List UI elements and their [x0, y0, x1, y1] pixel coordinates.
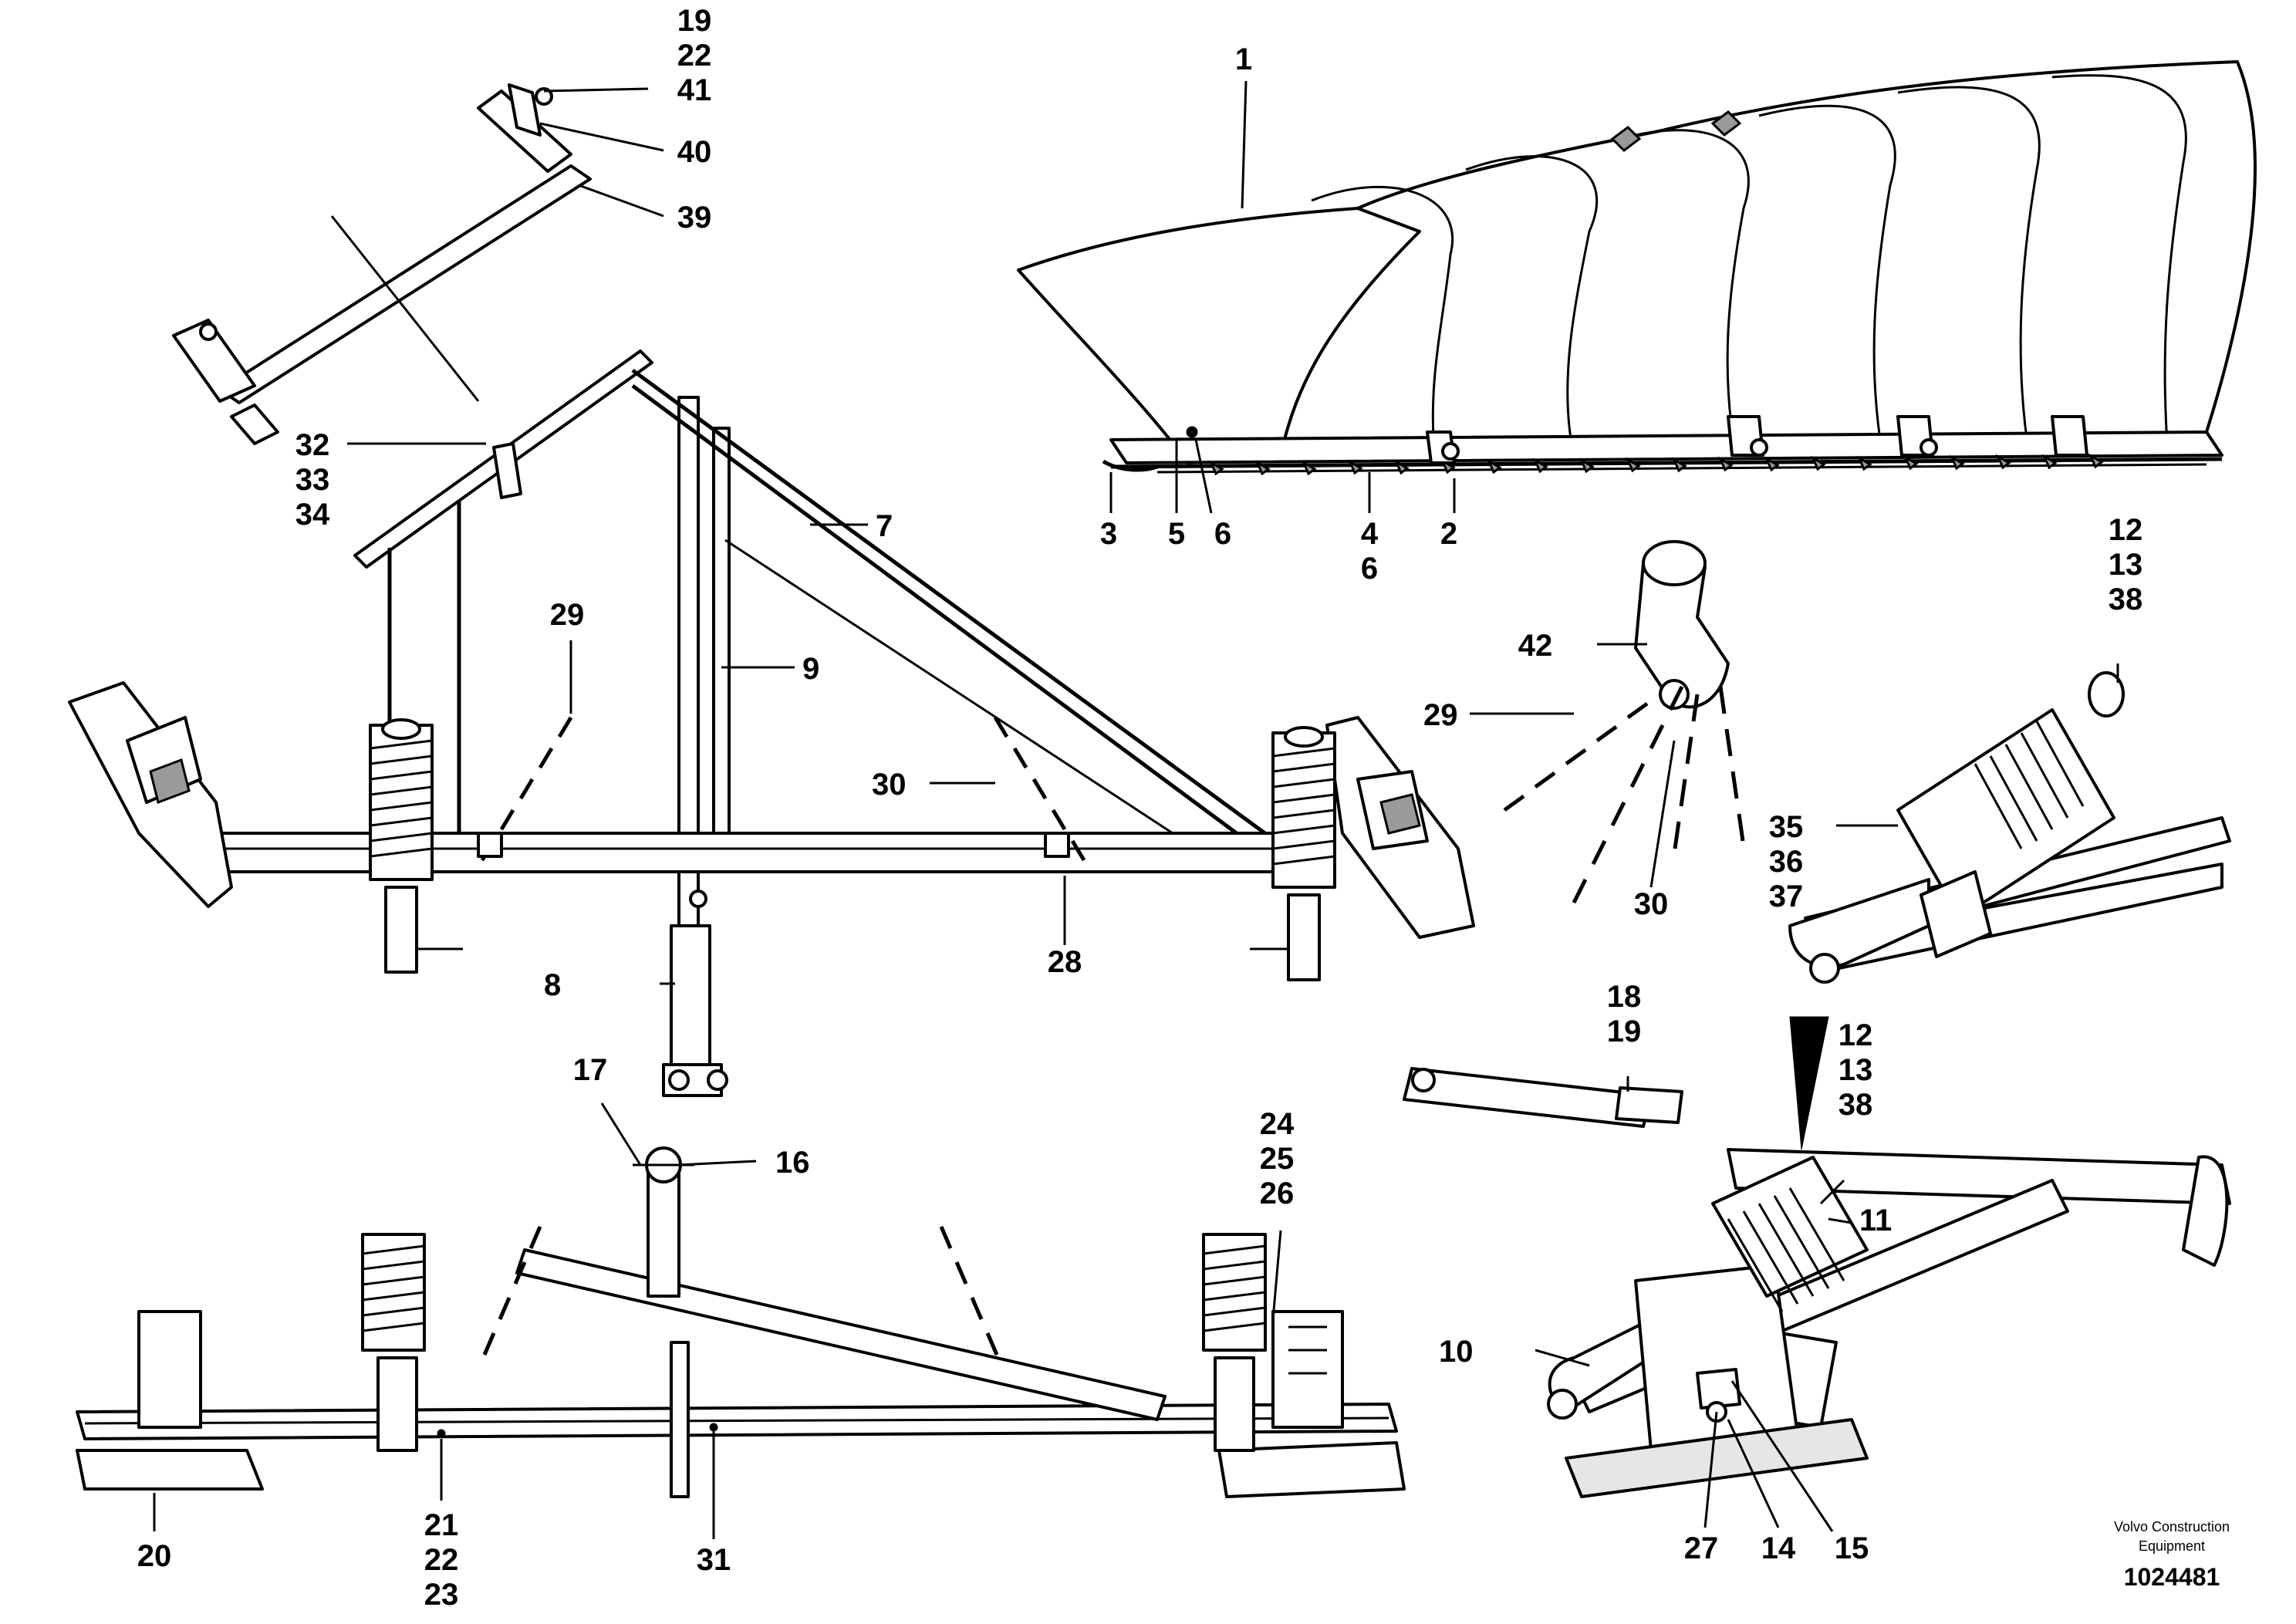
callout-13a: 13	[2109, 548, 2143, 582]
callout-10: 10	[1439, 1335, 1474, 1369]
callout-labels: 1 2 3 4 6 5 6 7 8 9 10 11 12 13 38 12 13…	[137, 4, 2143, 1612]
callout-9: 9	[802, 652, 819, 686]
callout-19: 19	[1607, 1015, 1642, 1048]
callout-7: 7	[876, 509, 893, 543]
callout-23: 23	[424, 1578, 459, 1612]
callout-22: 22	[424, 1543, 459, 1577]
callout-3: 3	[1100, 517, 1117, 551]
callout-27: 27	[1684, 1531, 1719, 1565]
callout-18: 18	[1607, 980, 1642, 1014]
frame-assembly	[68, 83, 1475, 1097]
callout-30b: 30	[1634, 887, 1669, 921]
callout-26: 26	[1260, 1177, 1295, 1210]
cutting-edge-bolts	[1208, 453, 2104, 476]
callout-28: 28	[1048, 945, 1082, 979]
spring-arm-detail	[1788, 671, 2231, 984]
leader-lines	[153, 80, 2119, 1539]
callout-12b: 12	[1838, 1018, 1873, 1052]
callout-29b: 29	[1423, 698, 1458, 732]
callout-39: 39	[677, 201, 712, 235]
callout-33: 33	[295, 463, 330, 497]
callout-6: 6	[1214, 517, 1231, 551]
chain-hook-detail	[1503, 540, 1745, 904]
footer: Volvo Construction Equipment 1024481	[2114, 1519, 2230, 1591]
callout-30a: 30	[872, 768, 907, 802]
brand-line-2: Equipment	[2139, 1538, 2205, 1554]
callout-4-6: 6	[1361, 552, 1378, 586]
callout-42: 42	[1518, 629, 1553, 663]
callout-25: 25	[1260, 1142, 1295, 1176]
bottom-right-assembly	[1403, 1016, 2231, 1498]
document-number: 1024481	[2124, 1563, 2220, 1591]
callout-12a: 12	[2109, 513, 2143, 547]
callout-35: 35	[1769, 810, 1804, 844]
callout-16: 16	[775, 1146, 810, 1180]
callout-20: 20	[137, 1539, 172, 1573]
callout-41: 41	[677, 73, 712, 107]
callout-40: 40	[677, 135, 712, 169]
callout-29a: 29	[550, 598, 585, 632]
callout-31: 31	[697, 1543, 731, 1577]
callout-1: 1	[1235, 42, 1252, 76]
callout-24: 24	[1260, 1107, 1295, 1141]
callout-38a: 38	[2109, 582, 2143, 616]
callout-8: 8	[544, 968, 561, 1002]
callout-14: 14	[1761, 1531, 1796, 1565]
callout-32: 32	[295, 428, 330, 462]
callout-38b: 38	[1838, 1088, 1873, 1122]
callout-34: 34	[295, 498, 330, 532]
callout-11: 11	[1859, 1204, 1892, 1237]
callout-19-top: 19	[677, 4, 712, 38]
callout-15: 15	[1835, 1531, 1869, 1565]
callout-22-top: 22	[677, 39, 712, 73]
callout-37: 37	[1769, 880, 1804, 913]
bottom-assembly	[76, 1146, 1406, 1535]
plow-blade	[1017, 60, 2257, 476]
callout-5: 5	[1168, 517, 1185, 551]
callout-21: 21	[424, 1508, 459, 1542]
brand-line-1: Volvo Construction	[2114, 1519, 2230, 1535]
callout-4: 4	[1361, 517, 1379, 551]
callout-13b: 13	[1838, 1053, 1873, 1087]
callout-36: 36	[1769, 845, 1804, 879]
callout-17: 17	[573, 1053, 608, 1087]
callout-2: 2	[1440, 517, 1457, 551]
